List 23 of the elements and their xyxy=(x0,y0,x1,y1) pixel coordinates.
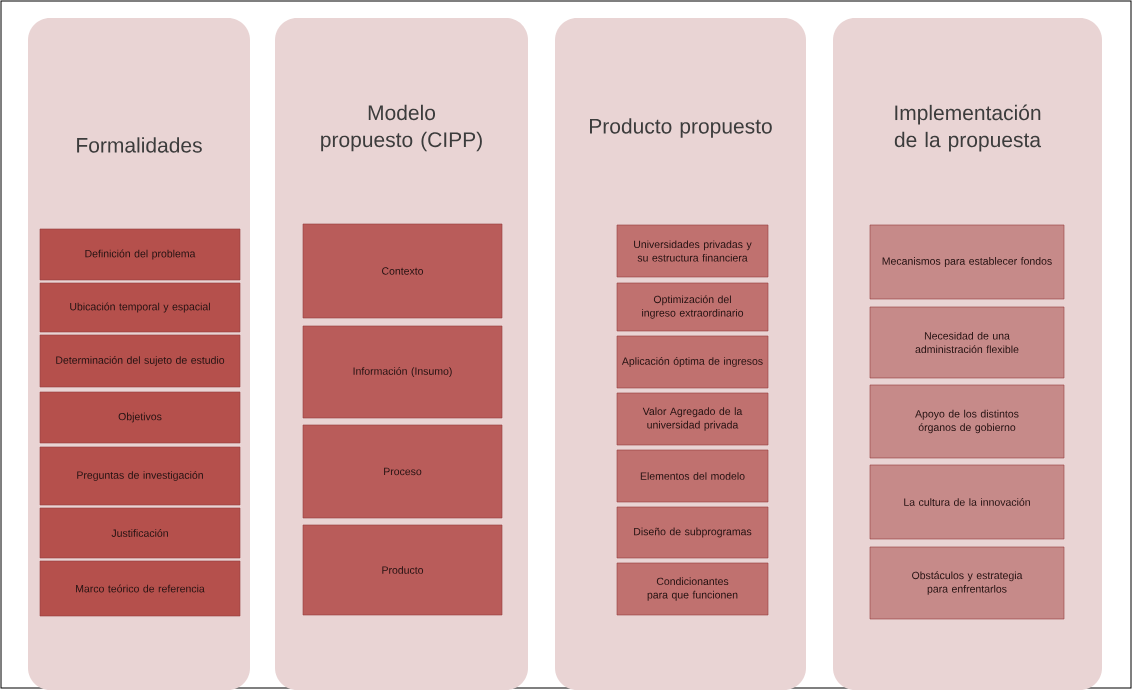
item-box: Contexto xyxy=(302,223,503,319)
item-box: Producto xyxy=(302,524,503,616)
item-box: Información (Insumo) xyxy=(302,325,503,419)
item-box: Ubicación temporal y espacial xyxy=(39,282,241,333)
item-box: Condicionantes para que funcionen xyxy=(616,562,769,616)
item-box: Marco teórico de referencia xyxy=(39,560,241,617)
item-box: Apoyo de los distintos órganos de gobierno xyxy=(869,384,1065,459)
item-box: Necesidad de una administración flexible xyxy=(869,306,1065,379)
item-box: Mecanismos para establecer fondos xyxy=(869,224,1065,300)
item-box: Definición del problema xyxy=(39,228,241,281)
item-box: Diseño de subprogramas xyxy=(616,506,769,559)
item-box: Optimización del ingreso extraordinario xyxy=(616,282,769,332)
item-box: Preguntas de investigación xyxy=(39,446,241,506)
item-box: Elementos del modelo xyxy=(616,449,769,503)
item-box: Proceso xyxy=(302,424,503,519)
item-box: Valor Agregado de la universidad privada xyxy=(616,392,769,446)
item-box: Objetivos xyxy=(39,391,241,444)
item-box: Justificación xyxy=(39,507,241,559)
item-box: La cultura de la innovación xyxy=(869,464,1065,540)
item-box: Aplicación óptima de ingresos xyxy=(616,335,769,389)
item-box: Determinación del sujeto de estudio xyxy=(39,334,241,388)
item-box: Universidades privadas y su estructura financiera xyxy=(616,224,769,278)
item-box: Obstáculos y estrategia para enfrentarlos xyxy=(869,546,1065,620)
